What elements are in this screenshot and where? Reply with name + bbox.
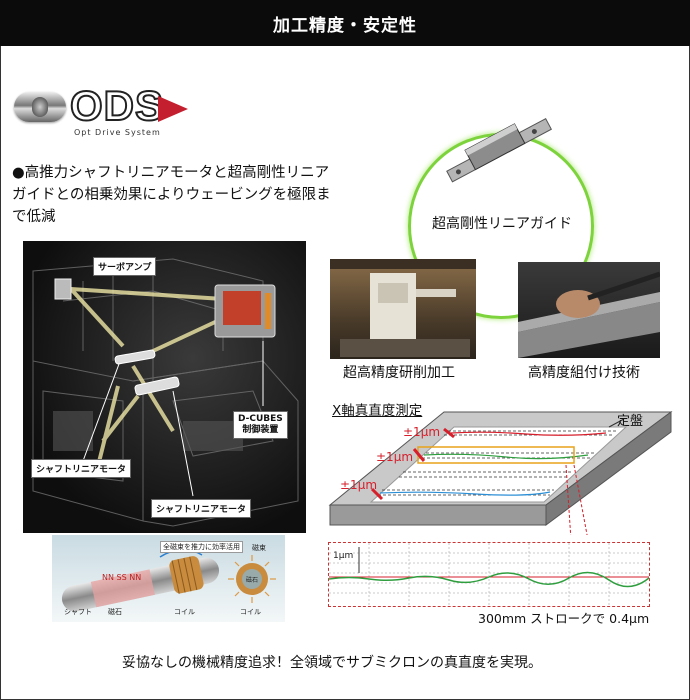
page-header: 加工精度・安定性 [0,0,690,46]
shaft-motor-diagram: 全磁束を推力に効率活用 磁束 NN SS NN 磁石 シャフト 磁石 コイル コ… [52,535,285,622]
label-d-cubes-line1: D-CUBES [238,414,283,424]
tolerance-label-2: ±1μm [376,450,414,464]
straightness-graph-plot [328,543,650,606]
page-title: 加工精度・安定性 [273,15,417,36]
label-shaft-motor-1: シャフトリニアモータ [31,459,132,478]
footer-statement: 妥協なしの機械精度追求！全領域でサブミクロンの真直度を実現。 [122,655,542,671]
motor-coil-label: コイル [174,608,195,616]
label-d-cubes-line2: 制御装置 [242,425,279,435]
machine-illustration: サーボアンプ D-CUBES 制御装置 シャフトリニアモータ シャフトリニアモー… [23,241,306,533]
motor-magnet-label: 磁石 [108,608,122,616]
motor-coil-right-label: コイル [240,608,261,616]
tolerance-label-1: ±1μm [403,425,441,439]
assembly-photo [518,262,660,358]
control-panel-icon [214,284,276,338]
motor-magnet-poles: NN SS NN [102,573,142,582]
ods-logo-text: ODS [69,81,165,130]
assembly-drawing [518,271,660,358]
surface-plate-label: 定盤 [617,414,644,429]
grinding-photo [330,259,476,359]
linear-guide-image [446,117,552,183]
roller-icon [14,92,66,122]
shaft-motor-drawing [61,548,276,612]
caption-grinding: 超高精度研削加工 [343,365,455,381]
surface-plate-drawing [328,411,673,535]
ods-logo-subtitle: Opt Drive System [74,128,161,137]
tolerance-label-3: ±1μm [340,478,378,492]
label-shaft-motor-2: シャフトリニアモータ [151,499,252,518]
straightness-result: 300mm ストロークで 0.4μm [478,611,650,626]
motor-magnet-center-label: 磁石 [246,577,259,584]
motor-annotation: 全磁束を推力に効率活用 [160,541,243,553]
machine-wireframe [32,258,299,527]
caption-assembly: 高精度組付け技術 [528,365,640,381]
straightness-title: X軸真直度測定 [332,403,423,419]
graph-scale-label: 1μm [333,551,354,561]
straightness-graph: 1μm [328,542,650,607]
servo-amp-box [54,278,72,300]
motor-shaft-label: シャフト [64,608,92,616]
label-d-cubes: D-CUBES 制御装置 [233,411,288,439]
arrow-right-icon [158,96,188,122]
motor-flux-label: 磁束 [252,544,266,552]
caption-linear-guide: 超高剛性リニアガイド [432,216,572,232]
grinding-machine-drawing [330,259,476,357]
feature-bullet: ●高推力シャフトリニアモータと超高剛性リニアガイドとの相乗効果によりウェービング… [12,165,331,225]
label-servo-amp: サーボアンプ [93,257,157,276]
